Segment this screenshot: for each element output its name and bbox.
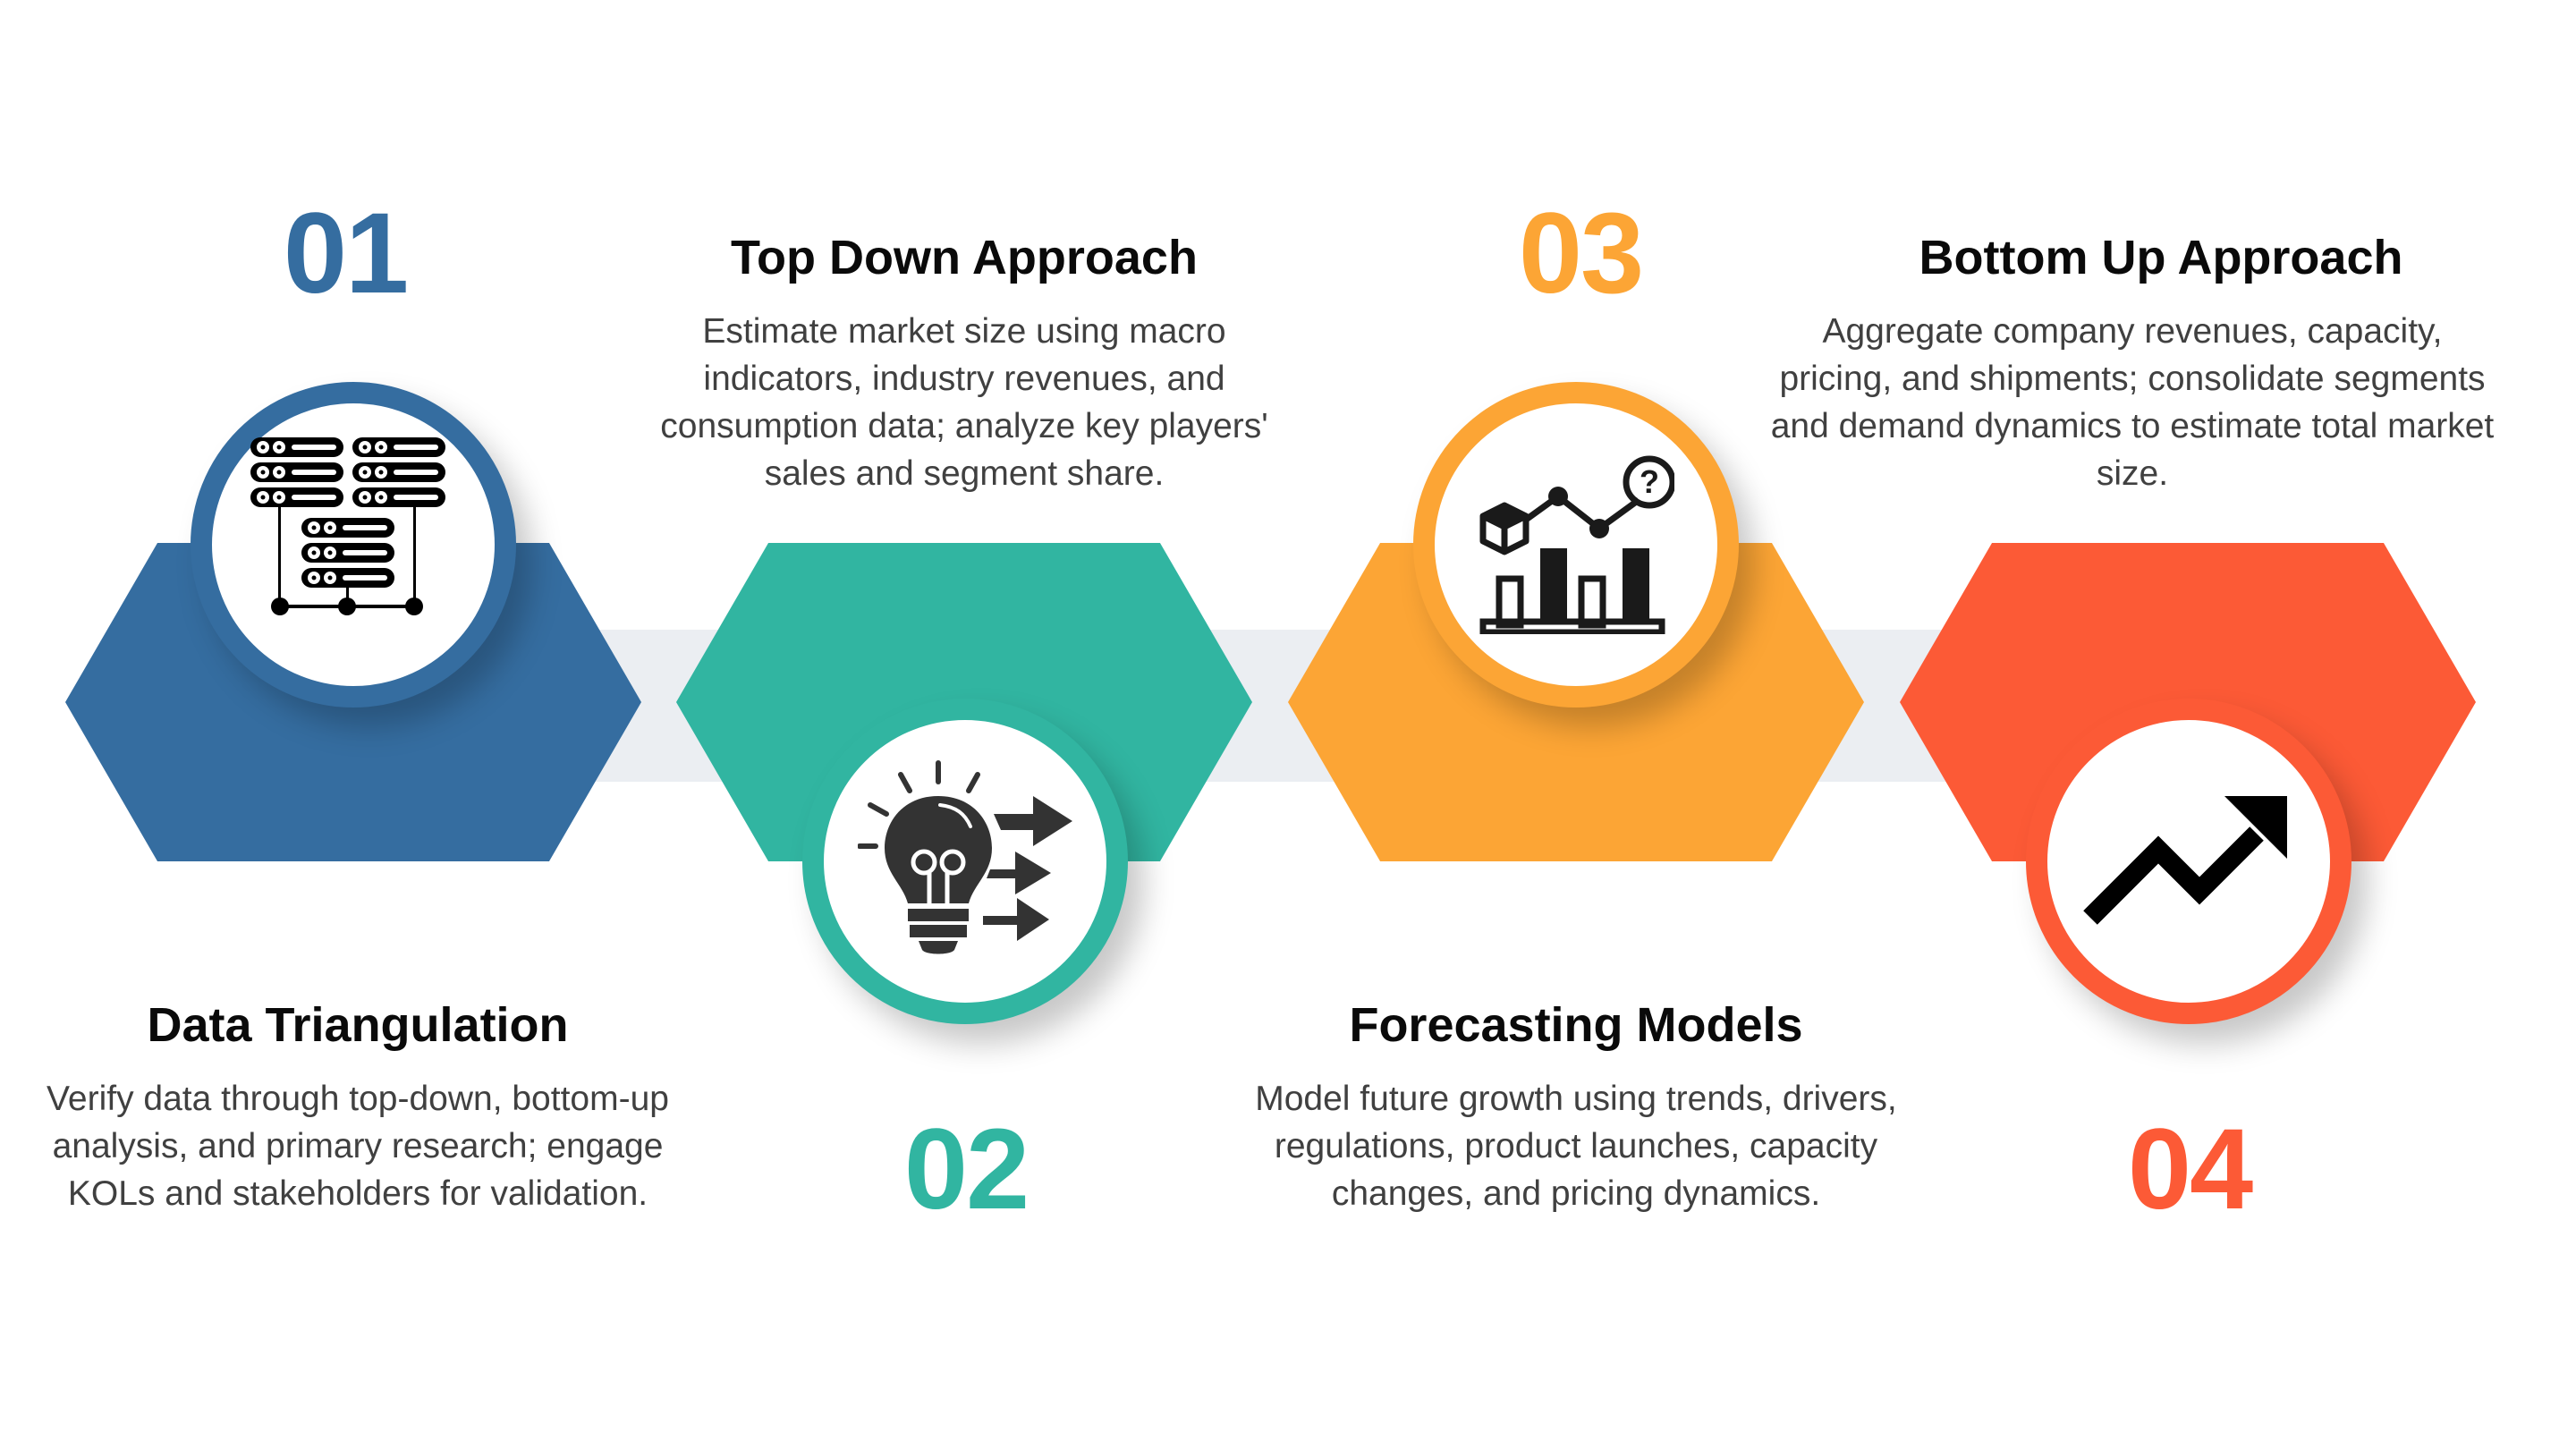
step-1-title: Data Triangulation — [147, 998, 569, 1052]
step-3-icon-badge: ? — [1413, 382, 1739, 708]
step-1-text: Data Triangulation Verify data through t… — [18, 996, 698, 1217]
step-4-description: Aggregate company revenues, capacity, pr… — [1770, 312, 2495, 493]
trend-up-arrow-icon — [2081, 794, 2296, 928]
bar-chart-question-icon: ? — [1478, 455, 1674, 634]
step-4-title: Bottom Up Approach — [1919, 231, 2403, 284]
step-4-icon-badge — [2026, 699, 2351, 1024]
step-1-number: 01 — [283, 190, 409, 318]
server-network-icon — [250, 437, 456, 652]
step-1-icon-badge — [191, 382, 516, 708]
step-3-number: 03 — [1518, 190, 1644, 318]
step-4-number: 04 — [2127, 1106, 2253, 1233]
step-2-number: 02 — [903, 1106, 1030, 1233]
svg-text:?: ? — [1640, 463, 1659, 500]
step-3-description: Model future growth using trends, driver… — [1255, 1080, 1897, 1213]
step-1-description: Verify data through top-down, bottom-up … — [47, 1080, 669, 1213]
lightbulb-arrows-icon — [858, 758, 1072, 964]
step-2-icon-badge — [802, 699, 1128, 1024]
step-3-text: Forecasting Models Model future growth u… — [1236, 996, 1916, 1217]
step-2-title: Top Down Approach — [731, 231, 1198, 284]
step-2-text: Top Down Approach Estimate market size u… — [624, 229, 1304, 497]
step-2-description: Estimate market size using macro indicat… — [660, 312, 1268, 493]
step-4-text: Bottom Up Approach Aggregate company rev… — [1771, 229, 2501, 497]
step-3-title: Forecasting Models — [1349, 998, 1803, 1052]
